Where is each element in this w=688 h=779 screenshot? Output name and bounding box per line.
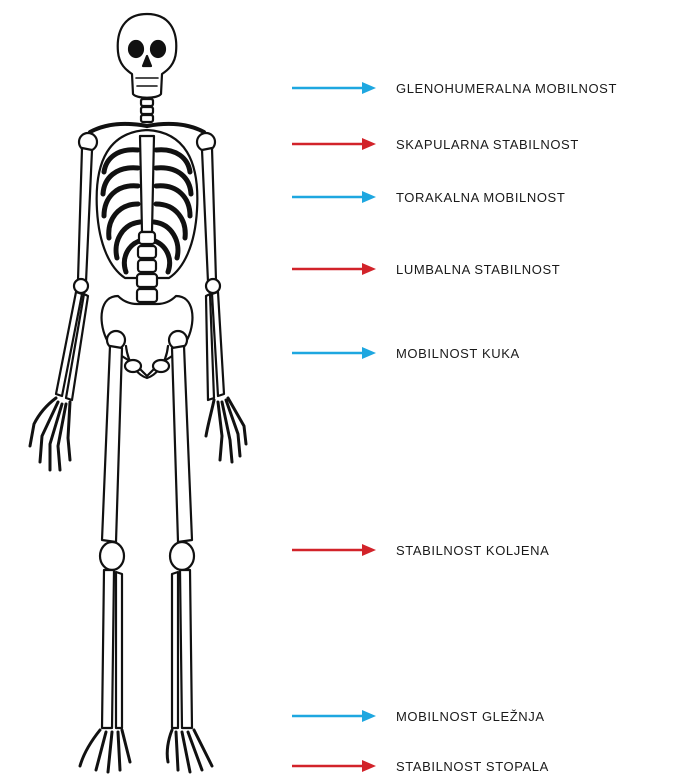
arrow-icon [290,347,376,359]
label-glenohumeral-mobility: GLENOHUMERALNA MOBILNOST [396,81,617,96]
label-knee-stability: STABILNOST KOLJENA [396,543,549,558]
label-row-foot: STABILNOST STOPALA [290,756,549,776]
label-row-knee: STABILNOST KOLJENA [290,540,549,560]
label-row-ankle: MOBILNOST GLEŽNJA [290,706,545,726]
arrow-icon [290,760,376,772]
right-leg [167,331,212,772]
arrow-icon [290,710,376,722]
label-row-lumbar: LUMBALNA STABILNOST [290,259,560,279]
label-thoracic-mobility: TORAKALNA MOBILNOST [396,190,565,205]
label-row-hip: MOBILNOST KUKA [290,343,520,363]
arrow-icon [290,82,376,94]
label-hip-mobility: MOBILNOST KUKA [396,346,520,361]
lumbar-spine [137,232,157,302]
label-foot-stability: STABILNOST STOPALA [396,759,549,774]
skeleton-icon [0,0,290,779]
label-row-glenohumeral: GLENOHUMERALNA MOBILNOST [290,78,617,98]
arrow-icon [290,138,376,150]
left-arm [30,148,92,470]
label-row-scapular: SKAPULARNA STABILNOST [290,134,579,154]
cervical-spine [141,99,153,122]
arrow-icon [290,263,376,275]
label-row-thoracic: TORAKALNA MOBILNOST [290,187,565,207]
arrow-icon [290,191,376,203]
label-scapular-stability: SKAPULARNA STABILNOST [396,137,579,152]
skull-icon [118,14,177,98]
label-lumbar-stability: LUMBALNA STABILNOST [396,262,560,277]
left-leg [80,331,130,772]
label-ankle-mobility: MOBILNOST GLEŽNJA [396,709,545,724]
right-arm [202,148,246,462]
arrow-icon [290,544,376,556]
